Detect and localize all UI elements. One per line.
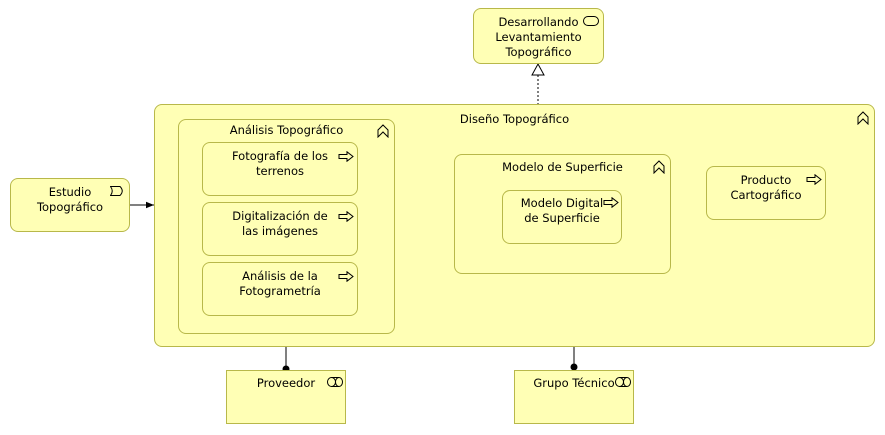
node-label: Fotografía de los terrenos [231,149,329,178]
function-icon [377,124,389,138]
function-icon [653,160,665,174]
process-icon [338,151,354,162]
process-icon [806,174,822,185]
node-label: Estudio Topográfico [36,185,104,214]
role-icon [615,377,631,387]
node-modelo-digital[interactable]: Modelo Digital de Superficie [502,190,622,244]
node-label: Desarrollando Levantamiento Topográfico [495,15,582,59]
node-digitalizacion[interactable]: Digitalización de las imágenes [202,202,358,256]
node-label: Análisis Topográfico [229,123,344,137]
node-label: Proveedor [256,376,316,390]
function-icon [857,111,869,125]
node-label: Digitalización de las imágenes [232,209,328,238]
event-icon [110,186,123,196]
role-icon [327,377,343,387]
node-label: Análisis de la Fotogrametría [239,269,321,298]
node-estudio[interactable]: Estudio Topográfico [10,178,130,232]
node-grupo[interactable]: Grupo Técnico [514,370,634,424]
process-icon [603,197,619,208]
process-icon [338,271,354,282]
process-icon [338,211,354,222]
node-label: Grupo Técnico [533,376,615,390]
realization-arrowhead [531,62,545,76]
node-fotografia[interactable]: Fotografía de los terrenos [202,142,358,196]
service-icon [583,16,599,26]
node-label: Modelo Digital de Superficie [520,196,604,225]
node-producto[interactable]: Producto Cartográfico [706,166,826,220]
node-proveedor[interactable]: Proveedor [226,370,346,424]
assignment-dot-grupo [570,363,578,371]
node-label: Modelo de Superficie [502,160,623,174]
node-label: Diseño Topográfico [459,112,570,126]
node-fotogrametria[interactable]: Análisis de la Fotogrametría [202,262,358,316]
node-label: Producto Cartográfico [730,173,802,202]
node-desarrollando[interactable]: Desarrollando Levantamiento Topográfico [473,8,604,64]
